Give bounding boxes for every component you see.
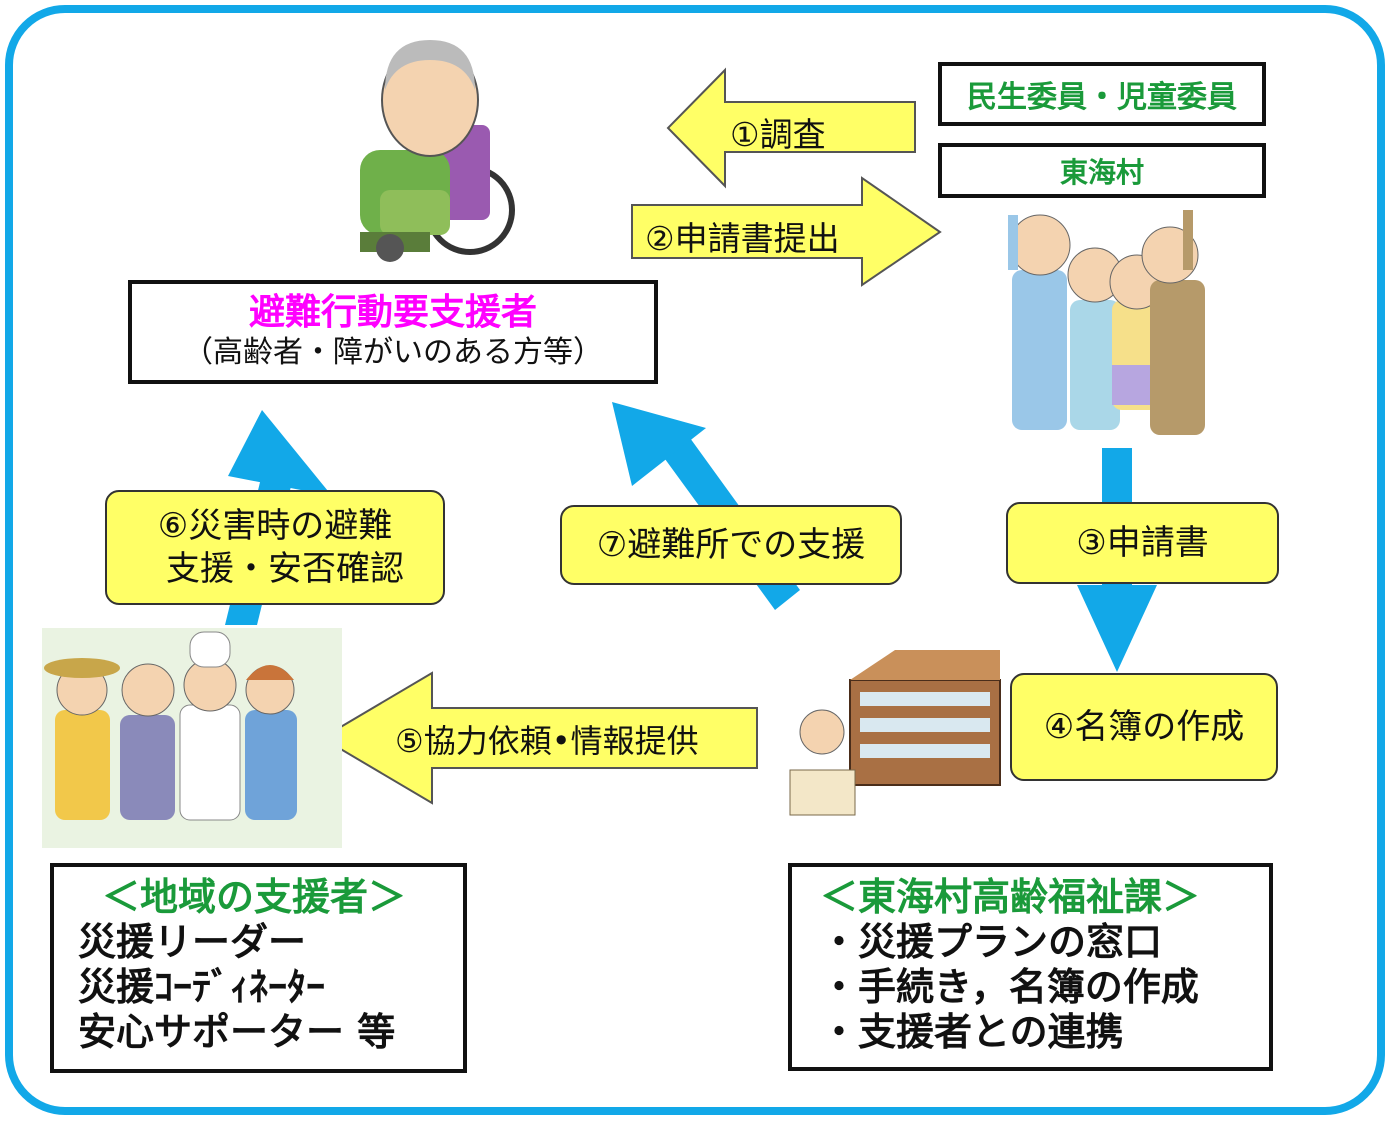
community-helpers-illustration	[42, 628, 342, 848]
step4-box: ④名簿の作成	[1010, 673, 1278, 781]
arrow-application-submit	[631, 176, 942, 287]
step6-box: ⑥災害時の避難 支援・安否確認	[105, 490, 445, 605]
tokai-village-label: 東海村	[1059, 155, 1144, 189]
step6-line2: 支援・安否確認	[166, 548, 404, 589]
step3-box: ③申請書	[1006, 502, 1279, 584]
target-title: 避難行動要支援者	[248, 291, 537, 333]
elderly-wheelchair-illustration	[360, 40, 515, 262]
community-item-1: 災援リーダー	[78, 920, 307, 964]
target-subtitle: （高齢者・障がいのある方等）	[183, 335, 603, 371]
welfare-commissioner-label: 民生委員・児童委員	[967, 80, 1237, 115]
tokai-village-box: 東海村	[938, 143, 1266, 198]
community-heading: ＜地域の支援者＞	[102, 875, 407, 919]
community-supporters-box: ＜地域の支援者＞ 災援リーダー 災援ｺｰﾃﾞｨﾈｰﾀｰ 安心サポーター 等	[50, 863, 467, 1073]
arrow-cooperation-request	[320, 671, 758, 805]
step7-box: ⑦避難所での支援	[560, 505, 902, 585]
office-heading: ＜東海村高齢福祉課＞	[820, 875, 1201, 919]
municipal-office-illustration	[789, 650, 1001, 816]
elderly-group-illustration	[1008, 210, 1205, 435]
step3-label: ③申請書	[1076, 522, 1209, 563]
welfare-office-box: ＜東海村高齢福祉課＞ ・災援プランの窓口 ・手続き，名簿の作成 ・支援者との連携	[788, 863, 1273, 1071]
community-item-2: 災援ｺｰﾃﾞｨﾈｰﾀｰ	[78, 965, 326, 1009]
step6-line1: ⑥災害時の避難	[157, 506, 393, 546]
target-person-box: 避難行動要支援者 （高齢者・障がいのある方等）	[128, 280, 658, 384]
welfare-commissioner-box: 民生委員・児童委員	[938, 62, 1266, 126]
step2-label: ②申請書提出	[645, 219, 840, 258]
step4-label: ④名簿の作成	[1043, 706, 1245, 747]
arrow-survey	[666, 67, 916, 189]
step7-label: ⑦避難所での支援	[596, 524, 866, 565]
office-item-1: ・災援プランの窓口	[820, 920, 1163, 964]
community-item-3: 安心サポーター 等	[78, 1010, 396, 1054]
rounded-frame	[5, 5, 1385, 1115]
step1-label: ①調査	[730, 115, 826, 154]
office-item-3: ・支援者との連携	[820, 1010, 1124, 1054]
office-item-2: ・手続き，名簿の作成	[820, 965, 1199, 1009]
step5-label: ⑤協力依頼•情報提供	[395, 722, 699, 760]
